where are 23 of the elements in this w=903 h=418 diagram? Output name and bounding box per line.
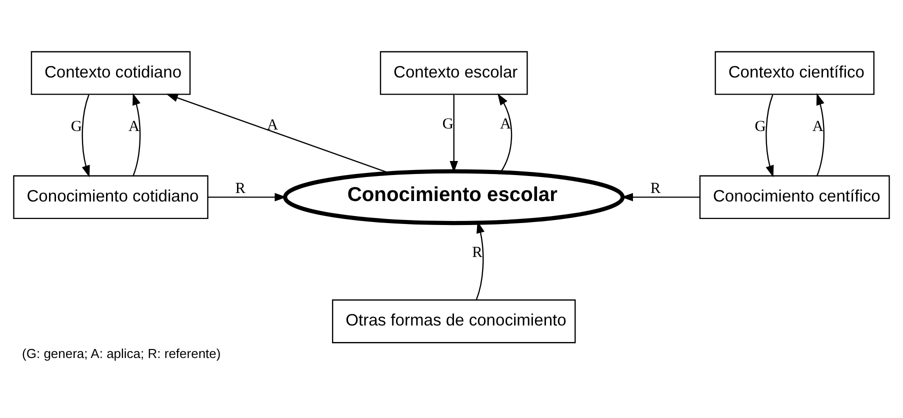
caption: (G: genera; A: aplica; R: referente) (22, 346, 221, 361)
edge-label: R (472, 244, 482, 262)
node-box: Contexto cotidiano (30, 51, 191, 95)
arrow (497, 93, 512, 172)
edge-label: A (128, 118, 140, 136)
arrow (166, 94, 390, 174)
edge-label: A (812, 118, 824, 136)
arrow (132, 93, 141, 176)
node-ellipse: Conocimiento escolar (283, 169, 625, 226)
edge-label: R (235, 180, 246, 197)
edge-label: A (267, 116, 278, 134)
edge-label: G (442, 115, 454, 132)
node-box: Contexto científico (714, 51, 874, 95)
arrow (816, 93, 824, 176)
node-box: Otras formas de conocimiento (332, 299, 576, 344)
edge-label: R (650, 180, 661, 197)
arrow (82, 94, 90, 178)
node-box: Conocimiento cotidiano (13, 175, 208, 220)
arrow (766, 94, 774, 178)
node-box: Conocimiento centífico (699, 175, 890, 220)
node-box: Contexto escolar (380, 51, 528, 95)
edge-label: G (70, 118, 82, 135)
edge-label: G (754, 118, 766, 135)
